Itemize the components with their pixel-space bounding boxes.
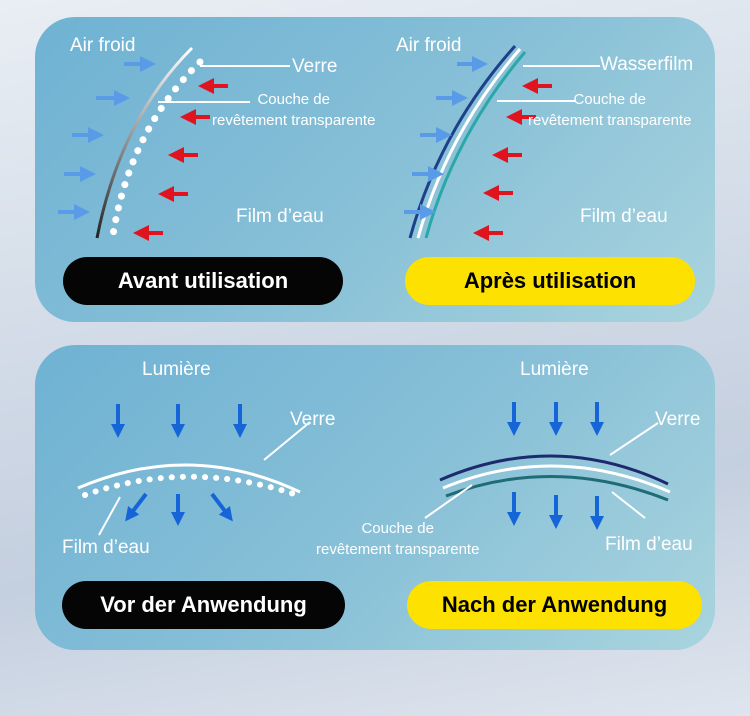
before-application-badge: Vor der Anwendung — [62, 581, 345, 629]
after-application-badge: Nach der Anwendung — [407, 581, 702, 629]
light-label: Lumière — [520, 359, 589, 380]
coating-label: Couche de revêtement transparente — [528, 91, 692, 129]
coating-label: Couche de revêtement transparente — [212, 91, 376, 129]
before-use-badge: Avant utilisation — [63, 257, 343, 305]
water-film-label: Film d’eau — [580, 206, 668, 227]
cold-air-arrows-after — [404, 56, 488, 220]
glass-label: Verre — [655, 409, 701, 430]
cold-air-label: Air froid — [70, 35, 136, 56]
waterfilm-label: Wasserfilm — [600, 54, 694, 75]
water-film-label: Film d’eau — [605, 534, 693, 555]
light-label: Lumière — [142, 359, 211, 380]
glass-curve-after — [408, 45, 600, 239]
warm-arrows-after — [473, 78, 552, 241]
after-use-badge: Après utilisation — [405, 257, 695, 305]
light-arrows-after — [507, 402, 604, 530]
glass-label: Verre — [292, 56, 338, 77]
coating-label: Couche de revêtement transparente — [316, 520, 480, 558]
water-film-label: Film d’eau — [62, 537, 150, 558]
warm-arrows-before — [133, 78, 228, 241]
lens-after — [424, 422, 671, 519]
lens-before — [77, 421, 311, 536]
water-film-label: Film d’eau — [236, 206, 324, 227]
cold-air-label: Air froid — [396, 35, 462, 56]
glass-curve-before — [95, 46, 290, 239]
light-arrows-before — [111, 404, 247, 526]
glass-label: Verre — [290, 409, 336, 430]
cold-air-arrows-before — [58, 56, 156, 220]
